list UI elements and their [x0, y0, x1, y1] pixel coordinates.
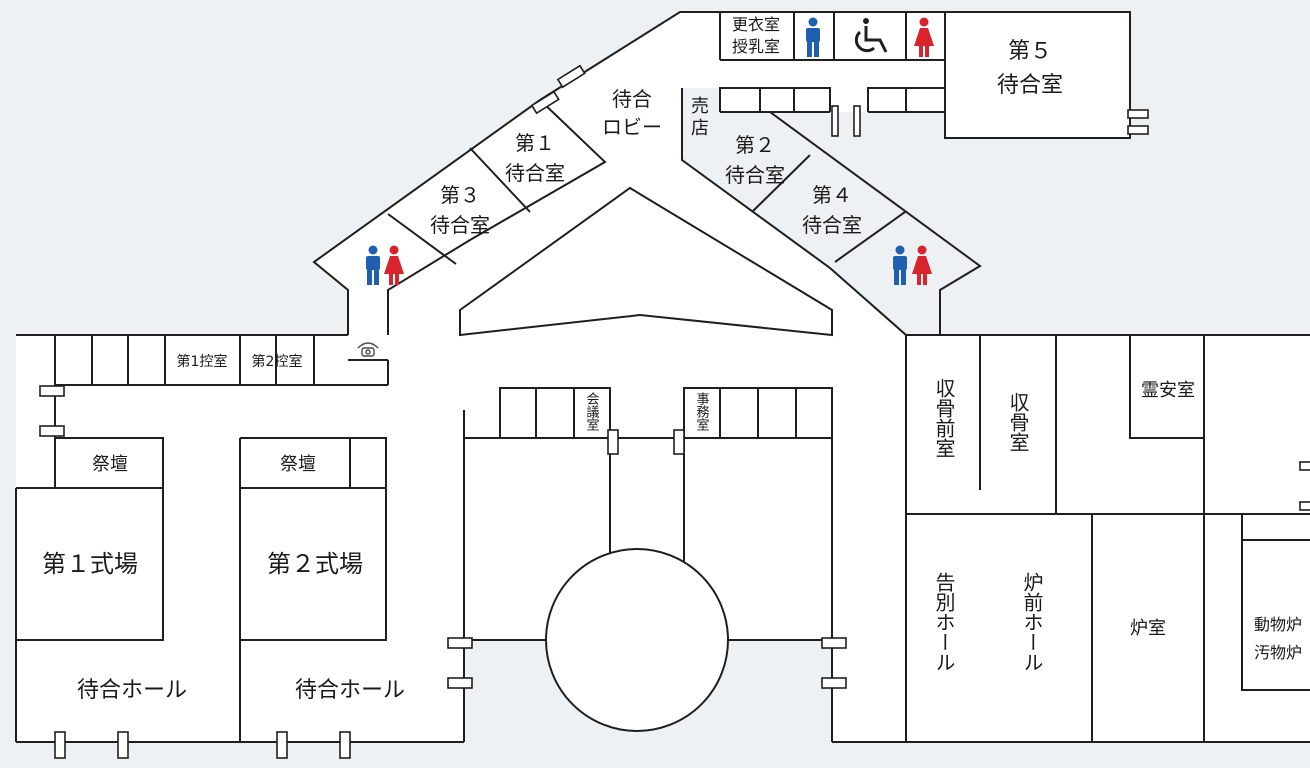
telephone-icon: [357, 342, 379, 357]
changing-room-label: 更衣室: [732, 15, 780, 34]
waiting-hall-1-label: 待合ホール: [77, 678, 187, 703]
waiting-room-4-label: 待合室: [802, 213, 862, 237]
wheelchair-icon: [854, 18, 888, 53]
farewell-hall-label: 告別ホール: [932, 572, 956, 672]
round-room: [545, 548, 729, 732]
female-icon: [912, 245, 932, 285]
waiting-room-1-label: 待合室: [505, 161, 565, 185]
waiting-room-3-label: 待合室: [430, 213, 490, 237]
control-room-2-label: 第2控室: [252, 353, 303, 370]
waiting-room-4-number: 第４: [812, 183, 852, 207]
altar-2-label: 祭壇: [280, 454, 316, 475]
waiting-hall-2-label: 待合ホール: [295, 678, 405, 703]
mortuary-label: 霊安室: [1141, 380, 1195, 401]
animal-furnace-label: 動物炉: [1254, 615, 1302, 634]
lobby-label-line2: ロビー: [602, 115, 662, 139]
building-fill: [16, 12, 1310, 742]
room-labels: 待合 ロビー 売 店 更衣室 授乳室 第１ 待合室 第２ 待合室 第３ 待合室 …: [42, 15, 1302, 703]
furnace-room-label: 炉室: [1130, 618, 1166, 639]
waiting-room-3-number: 第３: [440, 183, 480, 207]
lobby-label-line1: 待合: [612, 87, 652, 111]
ceremony-hall-1-label: 第１式場: [42, 550, 138, 578]
ceremony-hall-2-label: 第２式場: [267, 550, 363, 578]
waiting-room-1-number: 第１: [515, 131, 555, 155]
waiting-room-5-number: 第５: [1008, 39, 1052, 64]
waste-furnace-label: 汚物炉: [1254, 643, 1302, 662]
male-icon: [893, 245, 907, 285]
control-room-1-label: 第1控室: [177, 353, 228, 370]
kiosk-label-line1: 売: [691, 96, 709, 117]
waiting-room-2-label: 待合室: [725, 163, 785, 187]
pre-bone-room-label: 収骨前室: [932, 378, 956, 458]
nursing-room-label: 授乳室: [732, 37, 780, 56]
office-label: 事務室: [694, 392, 710, 431]
bone-room-label: 収骨室: [1006, 392, 1030, 452]
meeting-room-label: 会議室: [584, 392, 600, 431]
kiosk-label-line2: 店: [691, 118, 709, 139]
vertical-labels: 会議室 事務室 収骨前室 収骨室 告別ホール 炉前ホール: [584, 378, 1045, 672]
waiting-room-2-number: 第２: [735, 133, 775, 157]
walls: [15, 11, 1310, 743]
furnace-front-hall-label: 炉前ホール: [1020, 572, 1044, 672]
doors: [39, 64, 1310, 759]
waiting-room-5-label: 待合室: [997, 73, 1063, 98]
altar-1-label: 祭壇: [92, 454, 128, 475]
